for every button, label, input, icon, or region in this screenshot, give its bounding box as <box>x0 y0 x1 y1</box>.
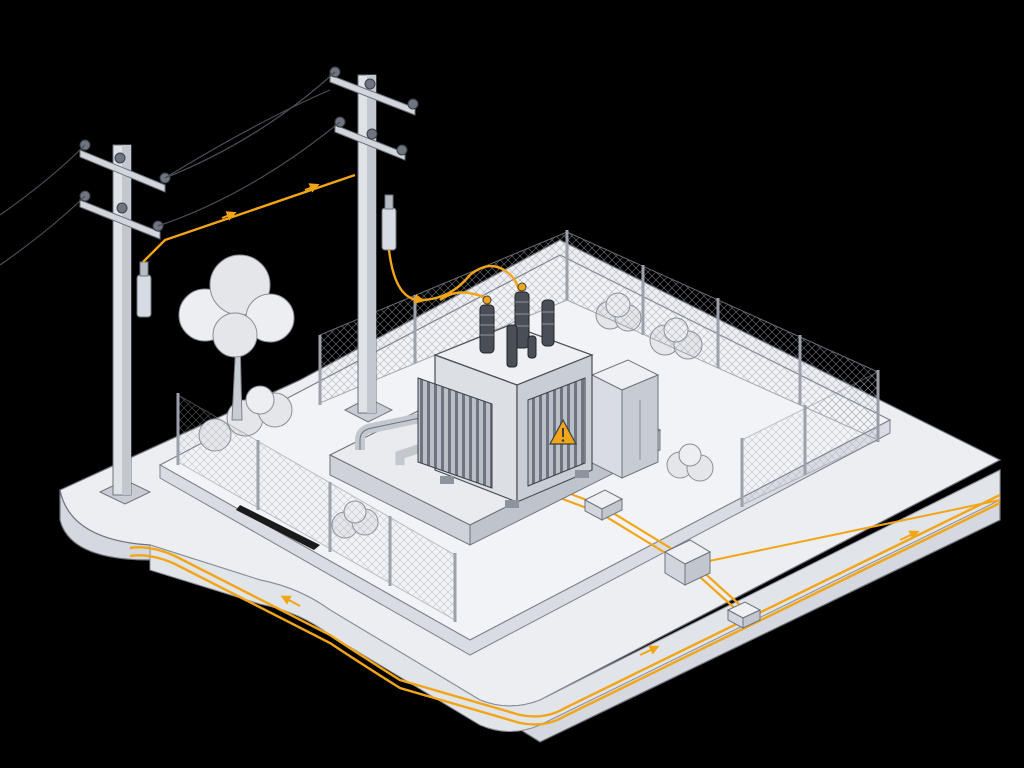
pad-mounted-transformer <box>417 324 594 508</box>
junction-box-small <box>726 601 762 629</box>
overhead-lines <box>0 71 341 266</box>
junction-box-pad <box>583 489 624 521</box>
flow-arrow-duct-2 <box>639 645 660 656</box>
junction-box <box>663 539 712 586</box>
compound-pad-edge <box>159 419 891 656</box>
bushing-1 <box>479 295 495 354</box>
flow-arrow-duct-3 <box>899 530 920 541</box>
tree <box>178 254 295 421</box>
control-cabinet <box>590 359 660 479</box>
lv-bushing-2 <box>527 335 537 359</box>
chain-link-fence <box>318 230 880 442</box>
underground-cable-duct <box>129 488 1001 726</box>
radiator-fins <box>417 377 493 489</box>
drain-slot <box>236 505 320 550</box>
utility-pole-right <box>329 66 419 423</box>
flow-arrow-feed-2 <box>304 183 320 193</box>
warning-sign-icon <box>548 418 578 445</box>
flow-arrow-feed-1 <box>221 211 237 221</box>
bushing-3 <box>541 299 555 347</box>
drop-fuse-cutout-right <box>381 207 397 251</box>
shrub-right <box>666 443 714 482</box>
drop-fuse-cutout <box>136 274 152 318</box>
chain-link-fence-front <box>176 371 879 622</box>
flow-arrow-feed-3 <box>409 294 425 304</box>
lv-bushing-1 <box>506 324 518 368</box>
flow-arrow-duct-1 <box>280 595 301 607</box>
bushing-2 <box>514 282 530 349</box>
hv-bushings <box>479 282 555 368</box>
utility-pole-left <box>79 139 171 505</box>
